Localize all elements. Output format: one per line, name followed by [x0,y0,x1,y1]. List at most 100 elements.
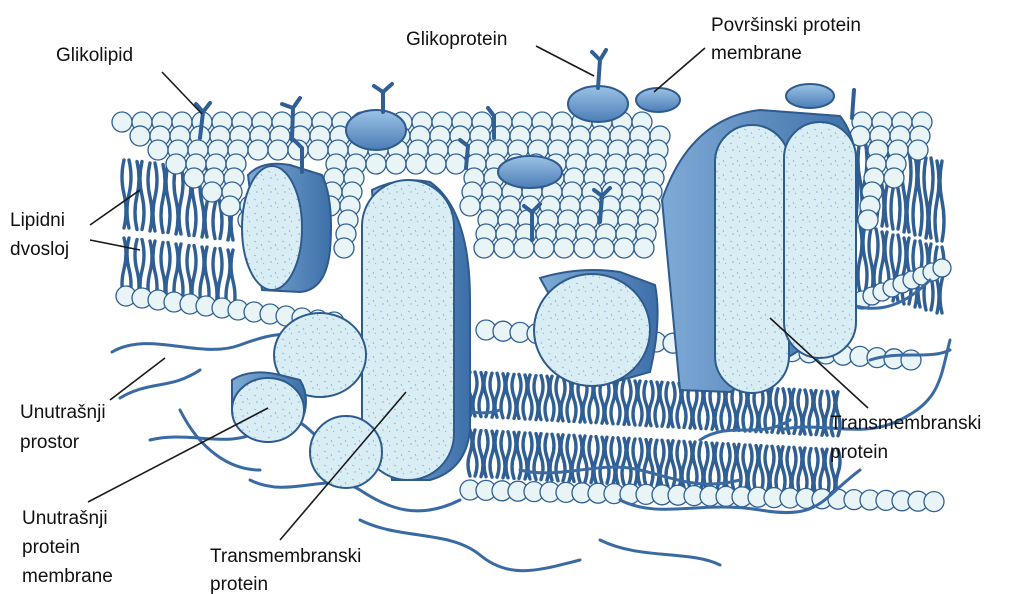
lipid-tail [583,436,587,482]
lipid-tail [153,163,157,231]
label-lipidni-dvosloj-line2: dvosloj [10,239,69,260]
lipid-tail [484,431,488,477]
label-unutrasnji-prostor-line1: Unutrašnji [20,402,106,423]
lipid-head [494,238,514,258]
lipid-tail [825,449,829,495]
protein-center-right [534,270,658,386]
lipid-tail [924,158,928,238]
lipid-tail [754,446,758,492]
lipid-tail [638,381,642,425]
lipid-tail [765,388,769,432]
lipid-tail [737,444,741,490]
lipid-tail [649,440,653,486]
lipid-tail [935,161,939,241]
lipid-tail [473,372,477,416]
lipid-tail [644,440,648,486]
lipid-head [202,182,222,202]
lipid-tail [759,446,763,492]
lipid-head [366,154,386,174]
lipid-tail [649,382,653,426]
lipid-tail [787,447,791,493]
leader-povrsinski-protein [654,48,705,92]
lipid-tail [666,441,670,487]
lipid-tail [556,377,560,421]
lipid-tail [644,382,648,426]
lipid-tail [523,375,527,419]
lipid-tail [655,440,659,486]
lipid-tail [803,448,807,494]
lipid-tail [495,431,499,477]
lipid-tail [704,443,708,489]
label-glikoprotein: Glikoprotein [406,29,507,50]
lipid-tail [748,445,752,491]
lipid-head [858,210,878,230]
lipid-tail [616,438,620,484]
lipid-head [634,238,654,258]
lipid-tail [517,374,521,418]
lipid-tail [528,375,532,419]
lipid-tail [605,437,609,483]
lipid-tail [605,379,609,423]
label-transmembranski-right-line2: protein [830,442,888,463]
lipid-tail [501,374,505,418]
lipid-tail [479,373,483,417]
lipid-tails-front [468,372,840,496]
leader-lipidni-dvosloj-b [90,240,140,250]
label-transmembranski-bottom-line1: Transmembranski [210,546,361,567]
lipid-tail [611,380,615,424]
lipid-head [220,196,240,216]
lipid-head [148,140,168,160]
lipid-tail [655,382,659,426]
lipid-tail [693,442,697,488]
lipid-head [908,140,928,160]
lipid-tail [594,437,598,483]
lipid-head [386,154,406,174]
lipid-head [130,126,150,146]
leader-lipidni-dvosloj-a [90,190,140,225]
lipid-tail [174,166,178,234]
lipid-tail [781,447,785,493]
lipid-tail [161,165,165,233]
lipid-tail [627,380,631,424]
leader-unutrasnji-prostor [110,358,165,400]
lipid-tail [929,158,933,238]
lipid-tail [545,376,549,420]
lipid-tail [858,226,862,292]
lipid-tail [792,447,796,493]
lipid-tail [863,226,867,292]
lipid-tail [918,155,922,235]
lipid-tail [572,435,576,481]
lipid-head [933,259,951,277]
lipid-tail [622,380,626,424]
lipid-head [248,140,268,160]
lipid-tail [809,449,813,495]
label-unutrasnji-prostor-line2: prostor [20,432,80,453]
lipid-tail [561,377,565,421]
lipid-head [426,154,446,174]
lipid-tail [732,386,736,430]
lipid-tail [561,435,565,481]
lipid-head [184,168,204,188]
lipid-tail [473,430,477,476]
lipid-tail [907,152,911,232]
lipid-tail [798,448,802,494]
label-unutrasnji-protein-line3: membrane [22,566,113,587]
lipid-tail [699,443,703,489]
lipid-tail [940,247,944,313]
lipid-tail [506,374,510,418]
lipid-tail [578,436,582,482]
lipid-tail [611,438,615,484]
lipid-tail [484,373,488,417]
lipid-tail [633,439,637,485]
lipid-tail [506,432,510,478]
lipid-head [446,154,466,174]
leader-unutrasnji-protein [88,408,268,502]
lipid-head [534,238,554,258]
lipid-tail [660,440,664,486]
lipid-head [474,238,494,258]
lipid-tail [732,444,736,490]
lipid-head [924,492,944,512]
leader-glikoprotein [536,46,594,76]
lipid-tail [567,377,571,421]
lipid-tail [122,160,126,228]
